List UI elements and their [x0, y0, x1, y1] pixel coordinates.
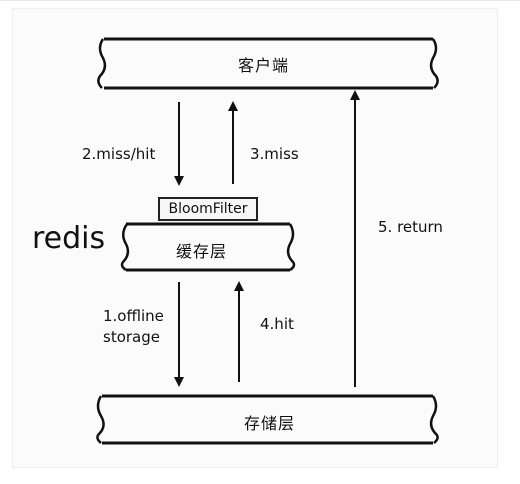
storage-label: 存储层: [244, 414, 296, 433]
cache-box: [120, 222, 296, 272]
client-label: 客户端: [238, 56, 290, 75]
client-box: [97, 37, 439, 90]
storage-box-left-edge: [96, 395, 105, 444]
cache-box-left-edge: [120, 223, 130, 272]
bottom-bar: [0, 470, 520, 484]
return-label: 5. return: [378, 218, 443, 236]
storage-box: [96, 394, 439, 445]
storage-box-right-edge: [429, 395, 439, 444]
diagram-frame: [12, 8, 498, 468]
client-box-right-edge: [429, 38, 439, 89]
bloom-filter-box: BloomFilter: [158, 197, 258, 221]
cache-label: 缓存层: [176, 242, 228, 261]
storage-edge-label: storage: [103, 328, 160, 346]
hit-label: 4.hit: [260, 315, 294, 333]
offline-label: 1.offline: [103, 307, 164, 325]
client-box-left-edge: [97, 38, 107, 89]
miss-label: 3.miss: [250, 145, 299, 163]
cache-box-right-edge: [286, 223, 296, 272]
redis-label: redis: [32, 221, 106, 256]
miss-hit-label: 2.miss/hit: [82, 145, 156, 163]
top-divider: [0, 0, 520, 1]
bloom-filter-label: BloomFilter: [168, 201, 248, 217]
